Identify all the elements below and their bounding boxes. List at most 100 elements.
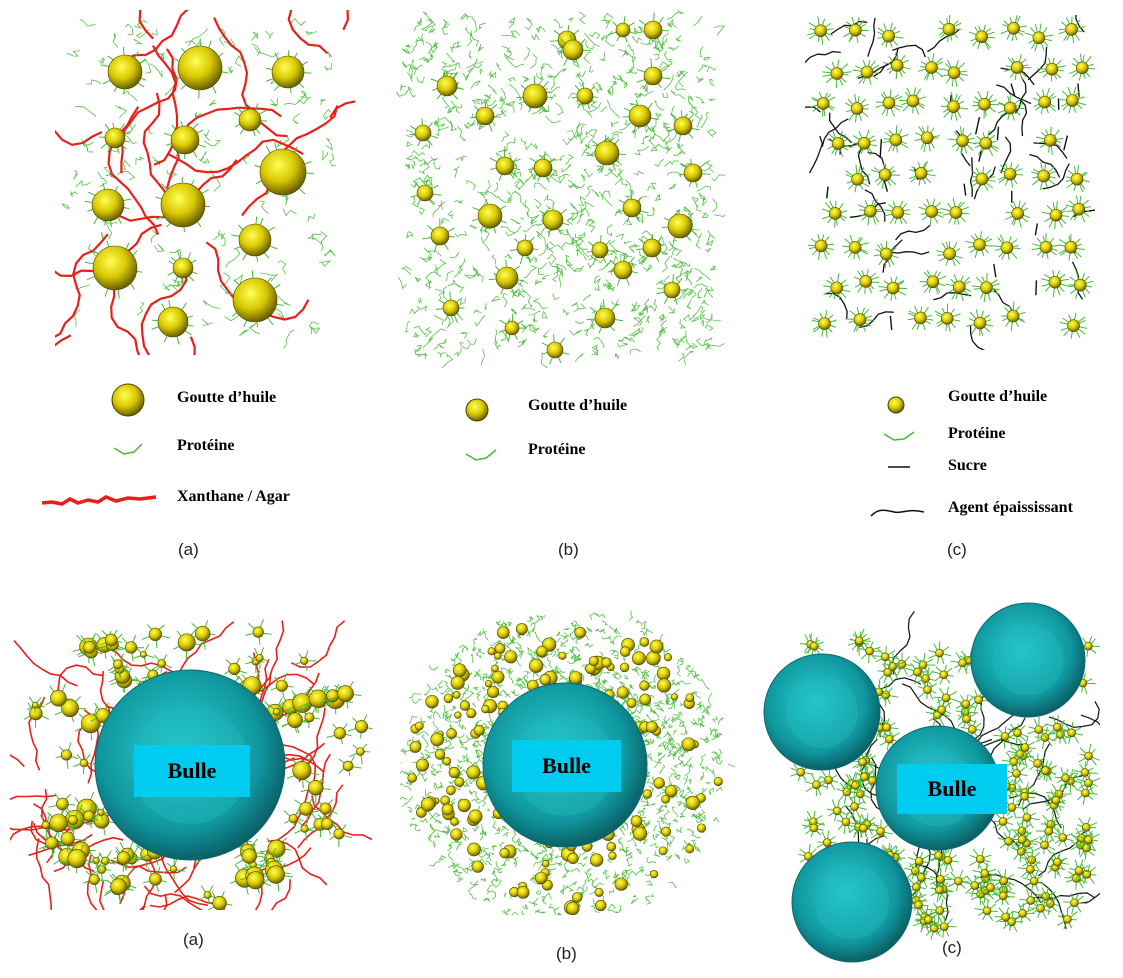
protein-strand xyxy=(677,277,683,285)
protein-strand xyxy=(459,342,471,350)
protein-strand xyxy=(703,287,711,298)
protein-strand xyxy=(348,770,351,777)
protein-strand xyxy=(642,264,653,272)
protein-strand xyxy=(251,838,258,846)
protein-strand xyxy=(594,284,601,291)
protein-strand xyxy=(855,65,863,70)
protein-strand xyxy=(1069,213,1076,221)
protein-strand xyxy=(644,894,655,898)
protein-strand xyxy=(983,293,986,303)
protein-strand xyxy=(531,897,539,908)
protein-strand xyxy=(444,243,449,251)
protein-strand xyxy=(1090,874,1097,876)
protein-strand xyxy=(534,256,537,263)
protein-strand xyxy=(597,683,601,690)
protein-strand xyxy=(1057,803,1062,812)
protein-strand xyxy=(519,196,527,209)
protein-strand xyxy=(283,810,291,817)
protein-strand xyxy=(492,820,497,829)
protein-strand xyxy=(23,715,31,720)
protein-strand xyxy=(672,818,679,823)
protein-strand xyxy=(985,169,992,175)
protein-strand xyxy=(972,104,979,107)
protein-strand xyxy=(985,244,993,247)
protein-strand xyxy=(959,107,969,110)
protein-strand xyxy=(266,837,272,843)
protein-strand xyxy=(576,72,585,87)
protein-strand xyxy=(537,176,541,182)
protein-strand xyxy=(916,890,919,897)
protein-strand xyxy=(659,326,667,333)
protein-strand xyxy=(659,42,666,50)
protein-strand xyxy=(1050,891,1053,900)
protein-strand xyxy=(486,884,494,895)
protein-strand xyxy=(897,290,907,296)
protein-strand xyxy=(528,168,535,171)
protein-strand xyxy=(84,261,94,265)
protein-strand xyxy=(851,16,855,25)
protein-strand xyxy=(685,665,694,673)
protein-strand xyxy=(341,824,347,831)
protein-strand xyxy=(542,80,549,88)
protein-strand xyxy=(1021,846,1026,856)
protein-strand xyxy=(898,281,905,286)
protein-strand xyxy=(176,869,185,872)
protein-strand xyxy=(460,332,468,339)
protein-strand xyxy=(522,904,529,910)
protein-strand xyxy=(968,141,977,145)
oil-droplet xyxy=(824,775,833,785)
protein-strand xyxy=(888,69,894,74)
sugar-legend-icon xyxy=(888,466,910,468)
protein-strand xyxy=(615,210,624,214)
protein-strand xyxy=(400,796,408,801)
oil-droplet xyxy=(665,784,678,798)
protein-strand xyxy=(490,167,497,171)
protein-strand xyxy=(591,188,600,198)
protein-strand xyxy=(961,212,970,215)
xanthan-chain xyxy=(311,795,373,841)
protein-strand xyxy=(607,903,616,911)
protein-strand xyxy=(560,884,569,893)
protein-strand xyxy=(306,756,313,764)
protein-strand xyxy=(100,641,107,646)
protein-strand xyxy=(509,173,515,180)
protein-strand xyxy=(977,880,985,884)
protein-strand xyxy=(827,106,834,111)
protein-strand xyxy=(447,863,461,870)
oil-droplet xyxy=(414,124,432,142)
protein-strand xyxy=(709,727,713,736)
protein-strand xyxy=(547,229,551,238)
protein-strand xyxy=(211,85,217,94)
protein-strand xyxy=(551,169,557,172)
protein-strand xyxy=(601,620,608,626)
protein-strand xyxy=(628,244,636,254)
protein-strand xyxy=(1058,220,1063,228)
protein-strand xyxy=(853,789,856,796)
protein-strand xyxy=(607,284,615,292)
protein-strand xyxy=(1077,30,1083,33)
protein-strand xyxy=(203,300,220,309)
protein-strand xyxy=(1035,884,1040,892)
protein-strand xyxy=(472,646,478,653)
oil-droplet xyxy=(591,241,609,259)
protein-strand xyxy=(978,886,987,891)
oil-droplet xyxy=(275,679,288,692)
protein-strand xyxy=(697,717,705,727)
protein-strand xyxy=(1014,73,1017,80)
protein-strand xyxy=(1068,253,1071,261)
protein-strand xyxy=(503,53,514,61)
protein-strand xyxy=(821,329,824,337)
protein-strand xyxy=(472,265,478,273)
protein-strand xyxy=(964,280,971,285)
protein-strand xyxy=(920,212,926,216)
protein-strand xyxy=(835,219,838,226)
protein-strand xyxy=(104,288,109,297)
protein-strand xyxy=(254,647,258,656)
protein-strand xyxy=(421,118,423,126)
protein-strand xyxy=(601,19,610,29)
protein-strand xyxy=(592,677,601,684)
protein-strand xyxy=(294,829,302,834)
protein-strand xyxy=(892,201,896,208)
protein-strand xyxy=(1007,113,1010,121)
protein-strand xyxy=(640,84,648,93)
